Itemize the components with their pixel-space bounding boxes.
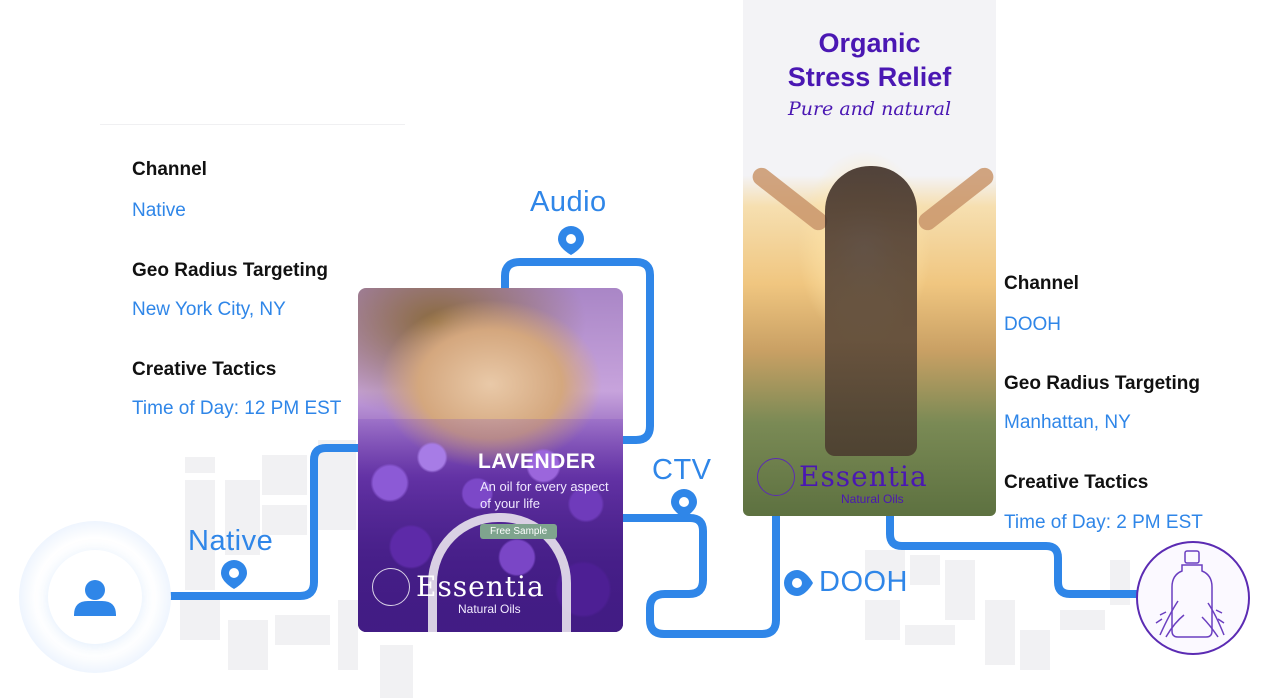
tactics-label: Creative Tactics xyxy=(132,359,277,380)
channel-value: Native xyxy=(132,200,186,221)
brand-tagline: Natural Oils xyxy=(458,602,521,616)
route-label-dooh: DOOH xyxy=(819,566,908,598)
channel-value: DOOH xyxy=(1004,314,1061,335)
dooh-route xyxy=(886,512,1144,598)
ad-headline-line1: Organic xyxy=(818,28,921,58)
route-label-ctv: CTV xyxy=(652,454,712,486)
native-ad-card[interactable]: LAVENDER An oil for every aspect of your… xyxy=(358,288,623,632)
ad-subtitle: An oil for every aspect of your life xyxy=(480,479,609,511)
basket-handle xyxy=(428,513,571,632)
brand-tagline: Natural Oils xyxy=(841,492,904,506)
tactics-value: Time of Day: 12 PM EST xyxy=(132,398,342,419)
geo-value: Manhattan, NY xyxy=(1004,412,1131,433)
lavender-bottle-icon xyxy=(1155,550,1225,638)
channel-label: Channel xyxy=(132,159,207,180)
ad-headline-line2: Stress Relief xyxy=(787,62,952,92)
brand-name: Essentia xyxy=(799,460,928,493)
product-circle[interactable] xyxy=(1136,541,1250,655)
audio-route xyxy=(501,258,654,444)
route-label-native: Native xyxy=(188,525,274,557)
route-label-audio: Audio xyxy=(530,186,607,218)
woman-left-arm xyxy=(748,164,832,234)
free-sample-button[interactable]: Free Sample xyxy=(480,524,558,539)
user-avatar-button[interactable] xyxy=(48,550,142,644)
ad-title: LAVENDER xyxy=(478,450,596,473)
geo-label: Geo Radius Targeting xyxy=(132,260,329,281)
ctv-route xyxy=(618,512,780,638)
essentia-logo-icon xyxy=(372,568,410,606)
woman-silhouette xyxy=(825,166,917,456)
dooh-ad-card[interactable]: Organic Stress Relief Pure and natural E… xyxy=(743,0,996,516)
essentia-logo-icon xyxy=(757,458,795,496)
panel-divider xyxy=(100,124,405,125)
woman-right-arm xyxy=(914,164,996,234)
native-route xyxy=(164,444,366,600)
tactics-value: Time of Day: 2 PM EST xyxy=(1004,512,1203,533)
brand-name: Essentia xyxy=(416,570,545,603)
user-icon xyxy=(74,580,116,616)
ad-subhead: Pure and natural xyxy=(787,98,952,120)
tactics-label: Creative Tactics xyxy=(1004,472,1149,493)
geo-label: Geo Radius Targeting xyxy=(1004,373,1201,394)
channel-label: Channel xyxy=(1004,273,1079,294)
geo-value: New York City, NY xyxy=(132,299,286,320)
